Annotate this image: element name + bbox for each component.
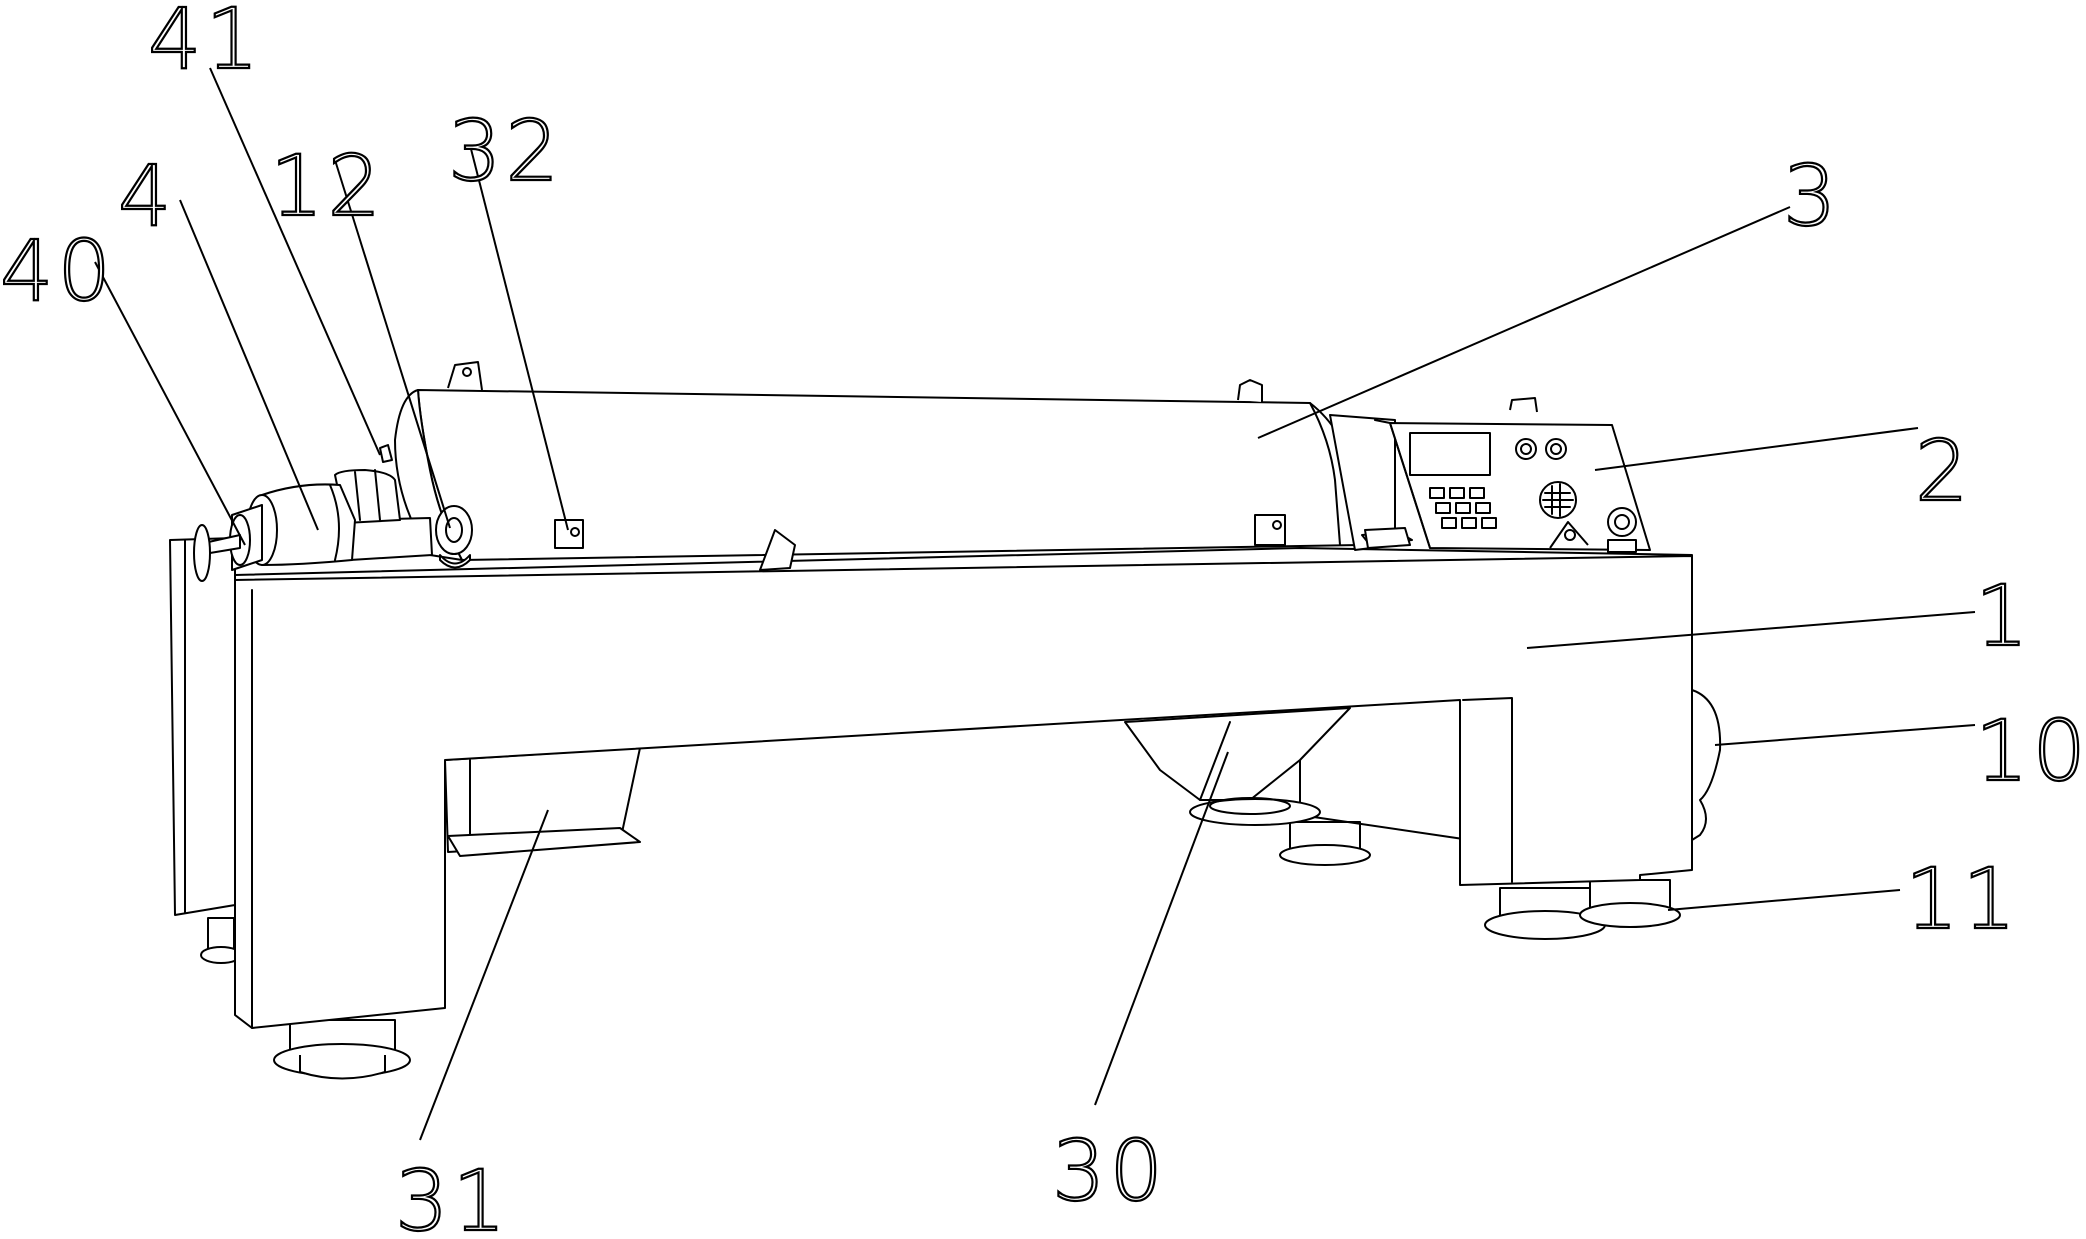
label-2: 2 bbox=[1915, 422, 1972, 520]
leader-4 bbox=[179, 199, 319, 531]
label-12: 12 bbox=[270, 137, 385, 235]
support-foot-front-left bbox=[273, 1019, 411, 1080]
label-3: 3 bbox=[1783, 147, 1840, 245]
support-foot-rear-left bbox=[200, 917, 242, 964]
liquid-discharge-chute bbox=[447, 827, 641, 857]
leader-41 bbox=[209, 67, 381, 456]
leader-2 bbox=[1594, 427, 1919, 471]
drum-cover bbox=[394, 361, 1538, 571]
leader-30 bbox=[1094, 751, 1229, 1106]
label-1: 1 bbox=[1975, 567, 2032, 665]
control-panel bbox=[1329, 414, 1651, 553]
support-foot-middle bbox=[1279, 821, 1371, 866]
machine-frame bbox=[169, 537, 1693, 1029]
side-bearing-housing bbox=[1691, 689, 1722, 841]
leader-lines bbox=[94, 67, 1976, 1141]
label-4: 4 bbox=[118, 147, 175, 245]
label-10: 10 bbox=[1975, 702, 2086, 800]
leader-32 bbox=[469, 144, 569, 531]
motor bbox=[246, 483, 356, 566]
label-41: 41 bbox=[148, 0, 263, 88]
leader-3 bbox=[1257, 206, 1791, 439]
keypad bbox=[1429, 487, 1497, 529]
label-40: 40 bbox=[0, 222, 115, 320]
label-32: 32 bbox=[448, 102, 563, 200]
label-31: 31 bbox=[395, 1152, 510, 1239]
leader-31 bbox=[419, 809, 549, 1141]
solid-discharge-hopper bbox=[1124, 707, 1351, 826]
leader-12 bbox=[334, 159, 451, 529]
label-11: 11 bbox=[1905, 850, 2020, 948]
leader-10 bbox=[1714, 724, 1976, 746]
leader-11 bbox=[1667, 889, 1901, 911]
handwheel bbox=[193, 504, 263, 582]
leader-1 bbox=[1526, 611, 1976, 649]
support-foot-rear-right bbox=[1579, 879, 1681, 928]
leader-40 bbox=[94, 261, 246, 546]
label-30: 30 bbox=[1052, 1122, 1167, 1220]
